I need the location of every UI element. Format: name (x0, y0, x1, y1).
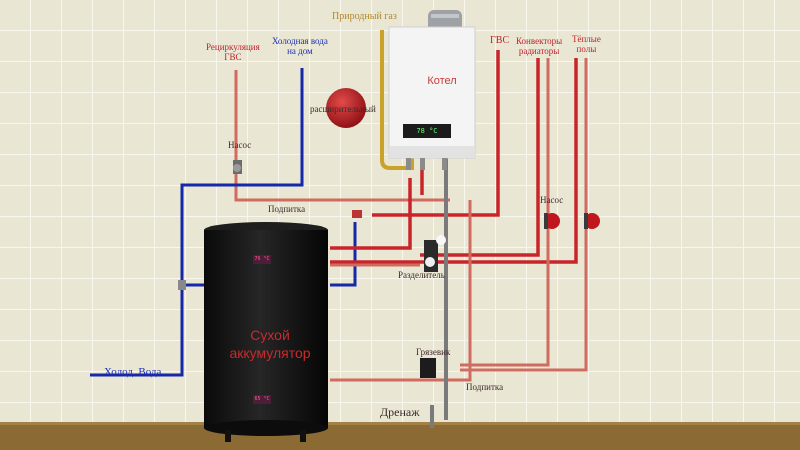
boiler-temperature-display: 78 °C (403, 124, 451, 138)
label-natural-gas: Природный газ (332, 11, 397, 22)
tank-side-valve (178, 280, 186, 290)
dhw-recirculation-pipe (234, 70, 450, 202)
label-makeup-top: Подпитка (268, 204, 306, 214)
pump-radiators (544, 213, 560, 229)
label-cold-water: Холод. Вода (104, 366, 162, 378)
hot-pipes (330, 50, 578, 264)
grey-pipes (430, 158, 448, 428)
gas-pipe (380, 30, 414, 170)
label-pump-radiators: Насос (540, 195, 564, 205)
label-dhw-out: ГВС (490, 35, 510, 46)
expansion-tank (326, 88, 366, 128)
wooden-floor (0, 422, 800, 450)
tank-bottom-temperature: 65 °C (253, 395, 271, 404)
label-expansion-tank: расширительный (310, 104, 376, 114)
pump-left (233, 160, 242, 174)
tank-top-temperature: 76 °C (253, 255, 271, 264)
label-dirt-filter: Грязевик (416, 347, 451, 357)
label-boiler: Котел (427, 75, 457, 87)
pump-floors (584, 213, 600, 229)
label-pump-left: Насос (228, 140, 252, 150)
label-separator: Разделитель (398, 270, 445, 280)
label-drain: Дренаж (380, 405, 420, 419)
hydraulic-separator (424, 235, 446, 272)
return-pipes (330, 58, 588, 382)
label-makeup-bottom: Подпитка (466, 382, 504, 392)
boiler (388, 26, 476, 159)
dirt-filter (420, 358, 436, 378)
makeup-valve (352, 210, 362, 218)
